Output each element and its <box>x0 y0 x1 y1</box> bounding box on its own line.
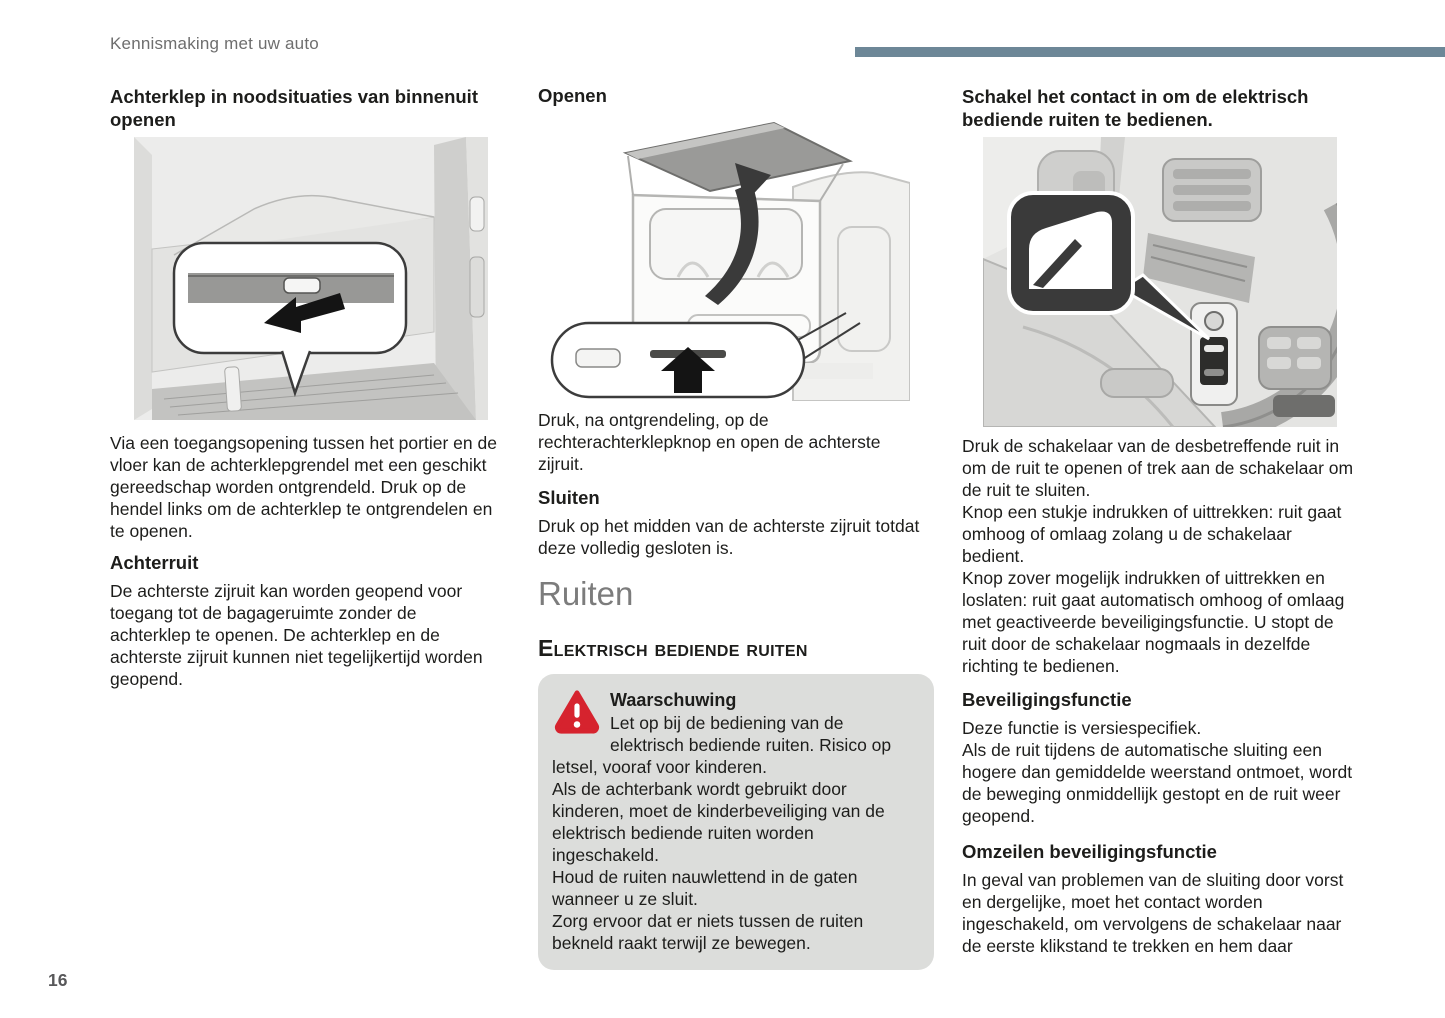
warning-para: Houd de ruiten nauwlettend in de gaten w… <box>552 867 858 909</box>
accent-bar <box>855 47 1445 57</box>
para-beveiligingsfunctie: Deze functie is versiespecifiek. <box>962 718 1202 738</box>
heading-tailgate-emergency: Achterklep in noodsituaties van binnenui… <box>110 86 478 130</box>
para-window-switch: Knop een stukje indrukken of uittrekken:… <box>962 502 1342 566</box>
para-window-switch: Knop zover mogelijk indrukken of uittrek… <box>962 568 1345 676</box>
chapter-title-ruiten: Ruiten <box>538 575 634 612</box>
column-left: Achterklep in noodsituaties van binnenui… <box>110 85 500 690</box>
heading-contact-elektrische-ruiten: Schakel het contact in om de elektrisch … <box>962 86 1309 130</box>
para-achterruit: De achterste zijruit kan worden geopend … <box>110 581 483 689</box>
warning-title: Waarschuwing <box>610 690 737 710</box>
running-header: Kennismaking met uw auto <box>110 34 319 53</box>
warning-para: Zorg ervoor dat er niets tussen de ruite… <box>552 911 864 953</box>
para-openen: Druk, na ontgrendeling, op de rechterach… <box>538 410 881 474</box>
heading-openen: Openen <box>538 85 607 106</box>
heading-beveiligingsfunctie: Beveiligingsfunctie <box>962 689 1132 710</box>
tailgate-emergency-release-illustration <box>134 137 488 420</box>
warning-triangle-icon <box>554 690 600 734</box>
para-beveiligingsfunctie: Als de ruit tijdens de automatische slui… <box>962 740 1353 826</box>
door-window-switch-illustration <box>983 137 1337 427</box>
rear-window-open-illustration <box>538 109 910 401</box>
page-number: 16 <box>48 970 68 990</box>
para-sluiten: Druk op het midden van de achterste zijr… <box>538 516 920 558</box>
para-omzeilen: In geval van problemen van de sluiting d… <box>962 870 1344 956</box>
heading-omzeilen-beveiligingsfunctie: Omzeilen beveiligingsfunctie <box>962 841 1217 862</box>
column-middle: Openen Druk, na ontgrendeling, op de rec… <box>538 85 934 970</box>
heading-achterruit: Achterruit <box>110 552 199 573</box>
heading-sluiten: Sluiten <box>538 487 600 508</box>
warning-para: Let op bij de bediening van de elektrisc… <box>552 713 892 777</box>
column-right: Schakel het contact in om de elektrisch … <box>962 85 1354 957</box>
para-tailgate-emergency: Via een toegangsopening tussen het porti… <box>110 433 497 541</box>
warning-para: Als de achterbank wordt gebruikt door ki… <box>552 779 885 865</box>
section-title-elektrische-ruiten: Elektrisch bediende ruiten <box>538 635 808 661</box>
warning-box: Waarschuwing Let op bij de bediening van… <box>538 674 934 970</box>
para-window-switch: Druk de schakelaar van de desbetreffende… <box>962 436 1354 500</box>
